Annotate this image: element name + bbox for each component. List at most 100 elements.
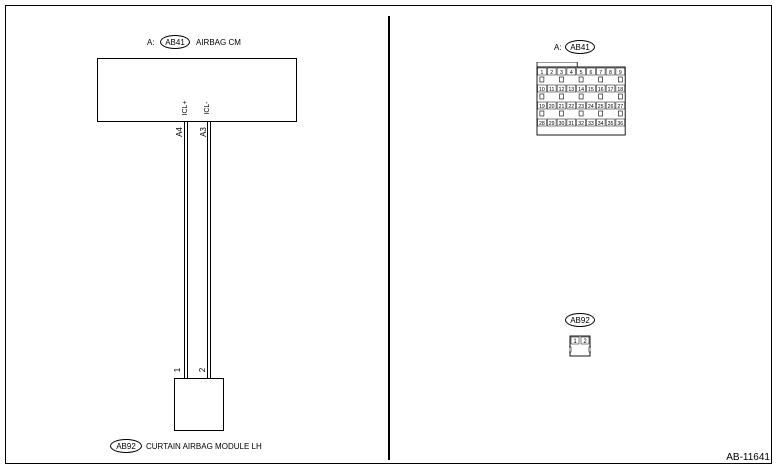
pin-latch bbox=[559, 76, 564, 83]
pin-signal-icl-plus: ICL+ bbox=[182, 100, 189, 116]
pin-cell bbox=[556, 118, 567, 127]
pin-number: 11 bbox=[549, 87, 554, 93]
pin-cell bbox=[605, 118, 616, 127]
pin-cell bbox=[586, 84, 596, 93]
pin-number: 14 bbox=[578, 87, 584, 93]
pin-number: 35 bbox=[608, 121, 614, 127]
pin-cell bbox=[566, 84, 576, 93]
pin-cell bbox=[566, 118, 576, 127]
pin-latch bbox=[539, 76, 545, 83]
pin-cell bbox=[586, 67, 596, 76]
pin-number: 10 bbox=[539, 87, 545, 93]
diagram-frame bbox=[5, 5, 772, 464]
pin-number: 2 bbox=[550, 70, 553, 76]
pin-number: 34 bbox=[598, 121, 604, 127]
pin-number: 2 bbox=[583, 339, 587, 345]
pin-number: 36 bbox=[617, 121, 623, 127]
pin-cell bbox=[605, 84, 616, 93]
pin-cell bbox=[566, 101, 576, 110]
module-connector-badge[interactable]: AB92 bbox=[110, 439, 142, 453]
pin-cell bbox=[576, 101, 586, 110]
pin-latch bbox=[578, 76, 584, 83]
pin-latch bbox=[578, 93, 584, 100]
pin-latch bbox=[578, 110, 584, 117]
pin-number: 12 bbox=[559, 87, 565, 93]
pin-cell bbox=[537, 101, 547, 110]
pin-cell bbox=[596, 67, 606, 76]
module-pin-2: 2 bbox=[198, 367, 207, 373]
connector-b-badge[interactable]: AB92 bbox=[565, 313, 595, 327]
pin-cell bbox=[537, 118, 547, 127]
pin-cell bbox=[580, 336, 590, 345]
pin-latch bbox=[598, 76, 604, 83]
airbag-cm-box[interactable] bbox=[97, 58, 297, 122]
pin-number: 26 bbox=[608, 104, 614, 110]
pin-latch bbox=[618, 110, 623, 117]
pin-number: 7 bbox=[599, 70, 602, 76]
connector-a-prefix: A: bbox=[554, 43, 562, 52]
pin-number: 3 bbox=[560, 70, 563, 76]
diagram-code: AB-11641 bbox=[726, 452, 770, 463]
pin-cell bbox=[537, 67, 547, 76]
pin-latch bbox=[539, 93, 545, 100]
wire-a3-outer[interactable] bbox=[207, 122, 208, 378]
pin-number: 17 bbox=[608, 87, 614, 93]
pin-cell bbox=[596, 101, 606, 110]
connector-a-badge[interactable]: AB41 bbox=[565, 40, 595, 54]
pin-number: 33 bbox=[588, 121, 594, 127]
pin-number: 19 bbox=[539, 104, 545, 110]
pin-cell bbox=[615, 67, 625, 76]
pin-cell bbox=[605, 67, 616, 76]
pin-number: 21 bbox=[559, 104, 565, 110]
pin-cell bbox=[596, 118, 606, 127]
pin-number: 6 bbox=[589, 70, 592, 76]
pin-cell bbox=[556, 84, 567, 93]
pin-number: 23 bbox=[578, 104, 584, 110]
pin-latch bbox=[618, 93, 623, 100]
pin-latch bbox=[598, 93, 604, 100]
pin-latch bbox=[559, 93, 564, 100]
module-pin-1: 1 bbox=[173, 367, 182, 373]
pin-cell bbox=[596, 84, 606, 93]
pin-cell bbox=[576, 118, 586, 127]
pin-latch bbox=[539, 110, 545, 117]
connector-key-tab bbox=[536, 62, 578, 68]
pin-number: 32 bbox=[578, 121, 584, 127]
pin-number: 5 bbox=[580, 70, 583, 76]
module-name: CURTAIN AIRBAG MODULE LH bbox=[146, 442, 262, 451]
pin-number: 24 bbox=[588, 104, 594, 110]
wire-a4-outer[interactable] bbox=[184, 122, 185, 378]
ecm-name: AIRBAG CM bbox=[196, 38, 241, 47]
curtain-airbag-module-box[interactable] bbox=[174, 378, 224, 431]
pin-cell bbox=[547, 101, 557, 110]
pin-number: 15 bbox=[588, 87, 594, 93]
pin-number: 18 bbox=[617, 87, 623, 93]
pin-cell bbox=[570, 336, 580, 345]
ecm-prefix: A: bbox=[147, 38, 155, 47]
pin-number: 1 bbox=[540, 70, 543, 76]
pin-cell bbox=[586, 118, 596, 127]
pin-cell bbox=[615, 84, 625, 93]
pin-cell bbox=[556, 67, 567, 76]
pin-cell bbox=[547, 118, 557, 127]
terminal-a4: A4 bbox=[175, 127, 184, 137]
pin-cell bbox=[547, 84, 557, 93]
pin-cell bbox=[586, 101, 596, 110]
pin-number: 29 bbox=[549, 121, 555, 127]
pin-number: 13 bbox=[568, 87, 574, 93]
pin-number: 22 bbox=[568, 104, 574, 110]
side-latch-right bbox=[588, 346, 591, 353]
pin-number: 9 bbox=[619, 70, 622, 76]
pin-cell bbox=[615, 101, 625, 110]
pin-number: 27 bbox=[617, 104, 623, 110]
pin-cell bbox=[566, 67, 576, 76]
pin-number: 1 bbox=[573, 339, 577, 345]
pin-number: 28 bbox=[539, 121, 545, 127]
pin-signal-icl-minus: ICL- bbox=[204, 101, 211, 115]
wire-a4-inner[interactable] bbox=[187, 122, 188, 378]
ecm-connector-badge[interactable]: AB41 bbox=[160, 35, 190, 49]
wire-a3-inner[interactable] bbox=[210, 122, 211, 378]
pin-cell bbox=[576, 84, 586, 93]
